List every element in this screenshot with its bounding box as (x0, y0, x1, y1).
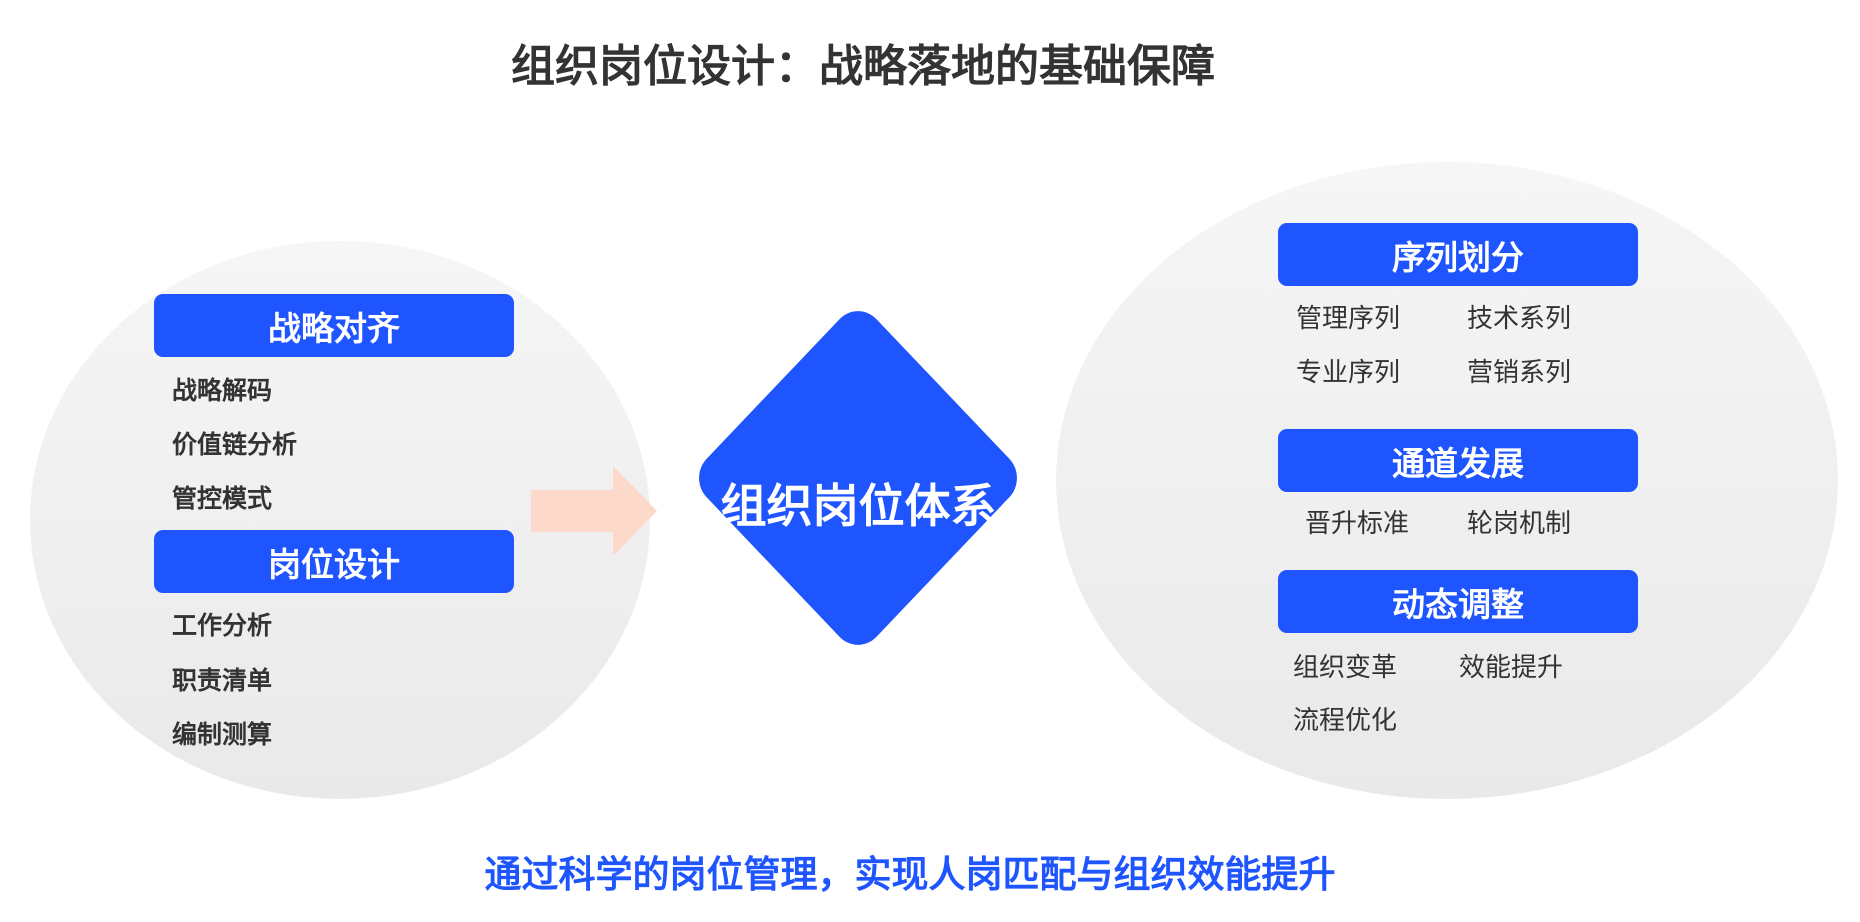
list-item: 流程优化 (1293, 706, 1398, 736)
list-item: 工作分析 (172, 611, 273, 640)
list-item: 晋升标准 (1305, 509, 1410, 539)
list-item: 编制测算 (172, 720, 273, 749)
header-position-design: 岗位设计 (154, 530, 514, 593)
list-item: 技术系列 (1467, 304, 1572, 334)
list-item: 轮岗机制 (1467, 509, 1572, 539)
header-strategy-alignment: 战略对齐 (154, 294, 514, 357)
list-item: 职责清单 (172, 666, 273, 695)
header-dynamic-adjustment: 动态调整 (1278, 570, 1638, 633)
header-sequence-division: 序列划分 (1278, 223, 1638, 286)
list-item: 管理序列 (1296, 304, 1401, 334)
list-item: 专业序列 (1296, 358, 1401, 388)
list-item: 组织变革 (1293, 653, 1398, 683)
list-item: 营销系列 (1467, 358, 1572, 388)
list-item: 价值链分析 (172, 430, 298, 459)
footer-slogan: 通过科学的岗位管理，实现人岗匹配与组织效能提升 (484, 853, 1336, 896)
center-label: 组织岗位体系 (720, 479, 997, 533)
list-item: 战略解码 (172, 376, 273, 405)
list-item: 管控模式 (172, 484, 273, 513)
arrow-right-icon (531, 466, 657, 556)
header-channel-development: 通道发展 (1278, 429, 1638, 492)
list-item: 效能提升 (1459, 653, 1564, 683)
page-title: 组织岗位设计：战略落地的基础保障 (511, 41, 1215, 92)
